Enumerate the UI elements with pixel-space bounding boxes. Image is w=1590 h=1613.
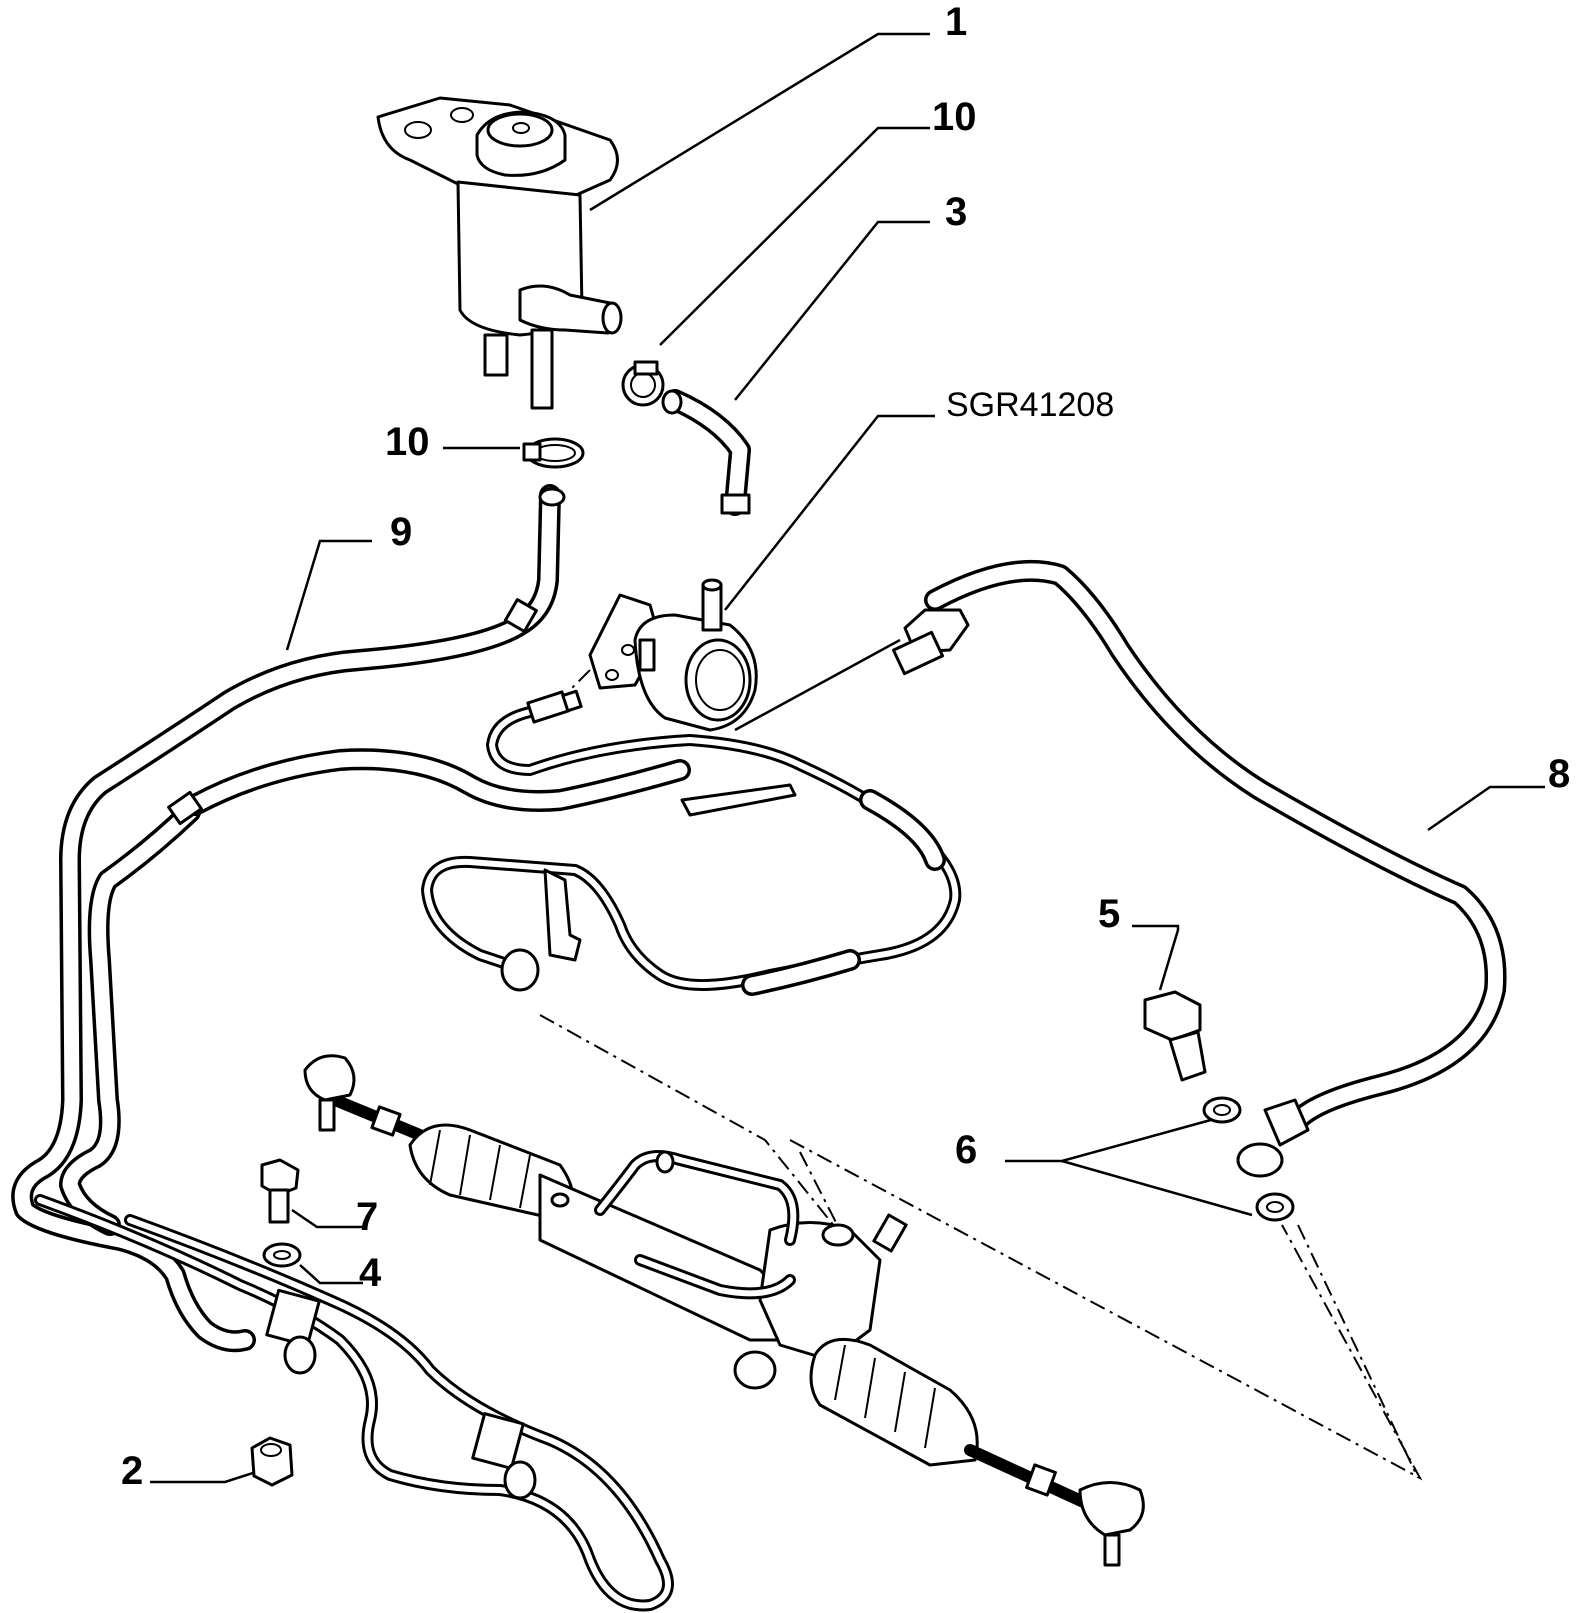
tie-rod-end-right: [1078, 1481, 1145, 1537]
hose-clamp-lower: [522, 437, 585, 469]
hose-clamp-upper: [621, 360, 665, 407]
label-5: 5: [1098, 892, 1120, 936]
leader-7: [291, 1208, 363, 1229]
bolt-7: [260, 1158, 300, 1224]
cooler-tube: [34, 1194, 674, 1612]
tie-rod-end-left: [303, 1054, 356, 1102]
leader-10-top: [659, 126, 930, 346]
banjo-end: [500, 948, 540, 992]
leader-5: [1132, 924, 1180, 991]
line-bracket: [680, 783, 797, 817]
rack-boot-right: [809, 1337, 979, 1467]
reservoir-outlet: [518, 284, 617, 335]
assembly-line-rack: [789, 1139, 1423, 1481]
rack-housing: [538, 1173, 792, 1342]
label-10-mid: 10: [385, 420, 430, 464]
leader-8-sgr: [734, 638, 901, 732]
label-1: 1: [945, 0, 967, 44]
leader-4: [299, 1264, 363, 1285]
union-fitting: [526, 689, 583, 724]
assembly-line-banjo: [539, 1014, 861, 1259]
label-8: 8: [1548, 752, 1570, 796]
cooler-clip-1: [265, 1288, 321, 1348]
washer-4: [262, 1242, 302, 1268]
assembly-lines: [539, 669, 1423, 1481]
leader-1: [589, 32, 930, 212]
clip-bracket: [543, 868, 582, 962]
nut-2: [250, 1436, 294, 1487]
return-tube-left: [59, 748, 691, 1236]
pressure-line: [421, 689, 962, 996]
label-2: 2: [121, 1449, 143, 1493]
assembly-line-pump: [567, 669, 591, 693]
label-6: 6: [955, 1128, 977, 1172]
leader-6a: [1005, 1116, 1219, 1163]
banjo-bolt-5: [1143, 990, 1207, 1082]
leader-6b: [1061, 1159, 1253, 1217]
power-steering-pump: [588, 578, 758, 732]
return-hose-3: [661, 389, 751, 516]
callout-labels: 1 10 3 SGR41208 10 9 8 5 6 7 4 2: [121, 0, 1570, 1493]
leader-lines: [150, 32, 1545, 1484]
label-10-top: 10: [932, 95, 977, 139]
label-4: 4: [359, 1251, 382, 1295]
hose-8: [891, 559, 1507, 1178]
sealing-washers-6: [1202, 1096, 1295, 1222]
label-3: 3: [945, 190, 967, 234]
feed-hose-9: [11, 484, 566, 1353]
leader-3: [734, 220, 930, 401]
steering-rack: [303, 1054, 1145, 1567]
leader-2: [150, 1468, 263, 1484]
assembly-line-washer: [1297, 1224, 1419, 1479]
leader-sgr: [724, 414, 935, 611]
cooler-clip-2: [471, 1412, 525, 1470]
label-9: 9: [390, 510, 412, 554]
label-7: 7: [356, 1195, 378, 1239]
reservoir: [376, 96, 623, 410]
diagram-code: SGR41208: [946, 386, 1114, 424]
hose-8-banjo: [1263, 1098, 1310, 1147]
leader-9: [285, 539, 372, 651]
leader-8: [1427, 785, 1545, 832]
